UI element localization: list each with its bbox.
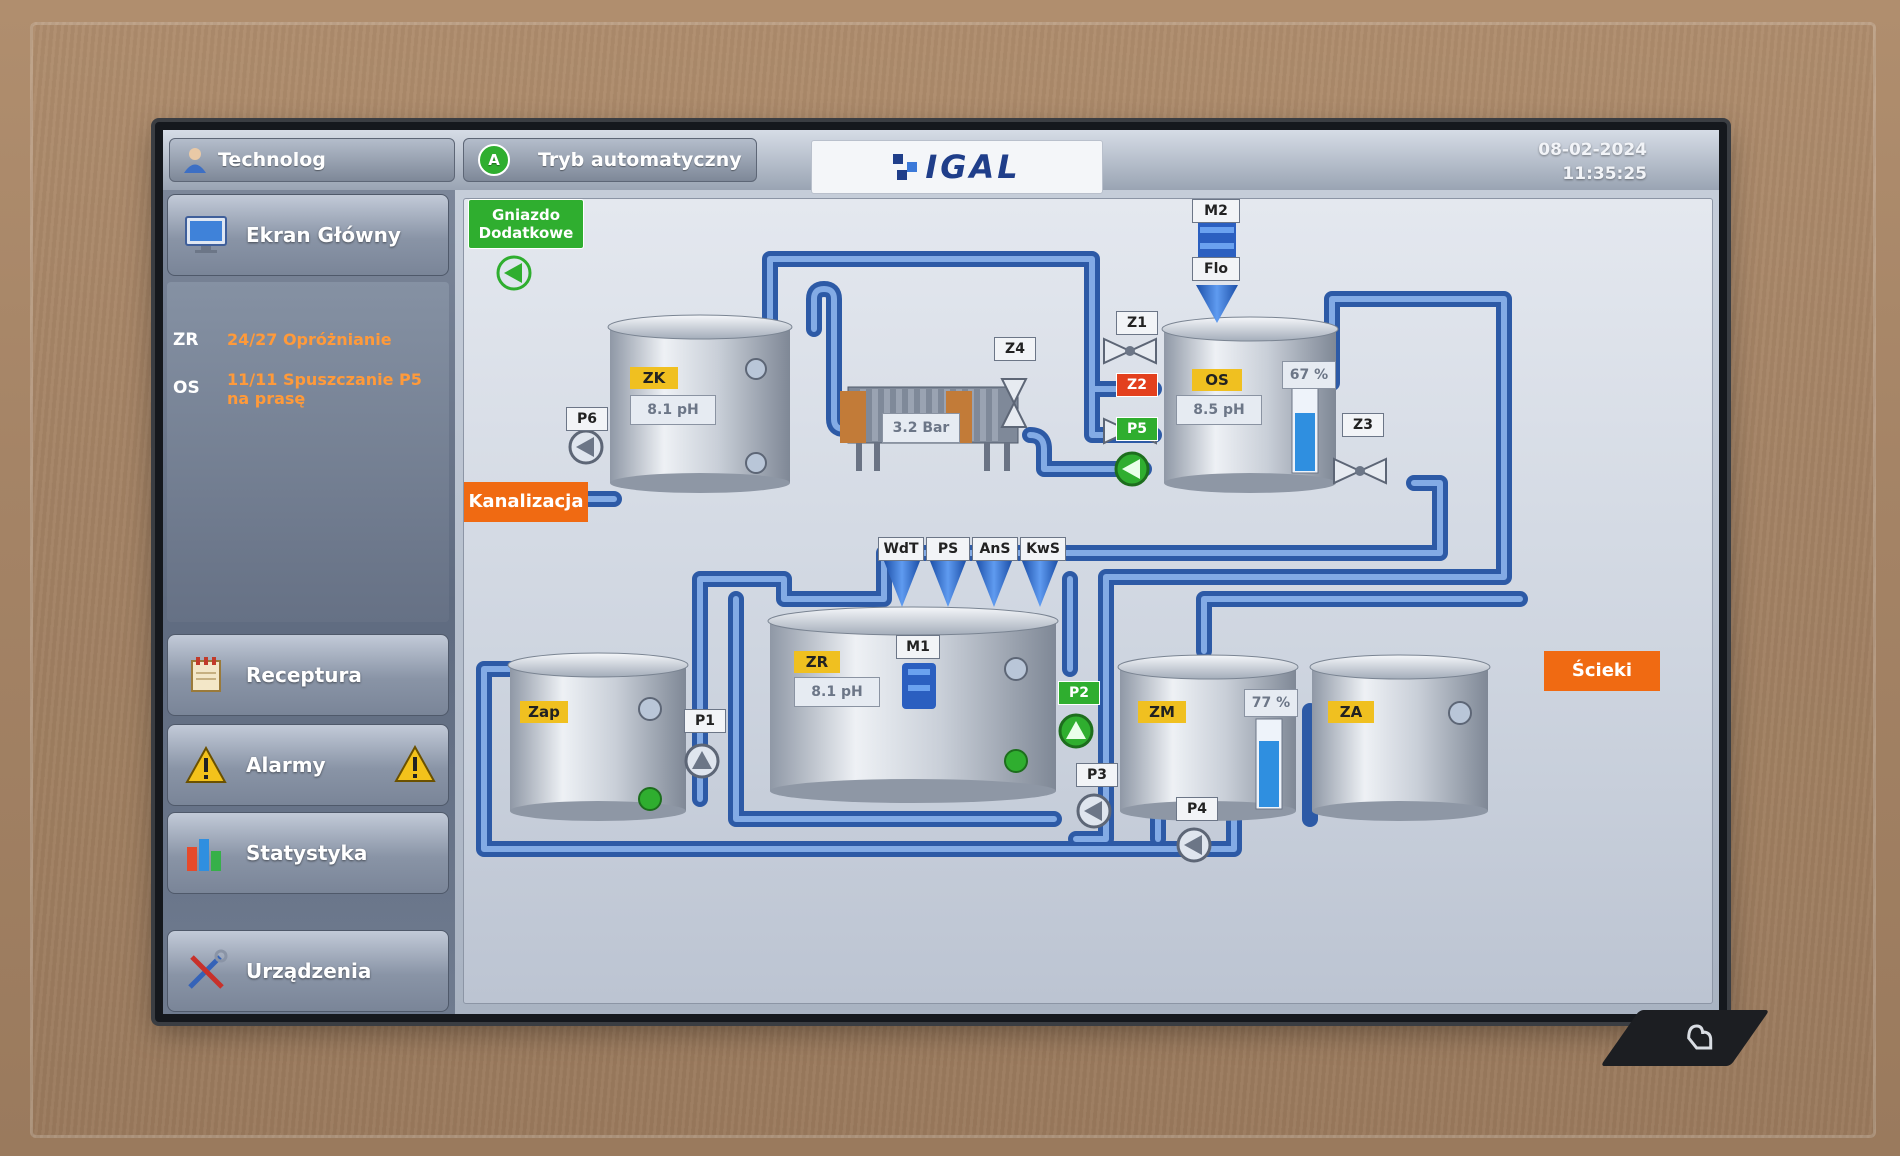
tank-za-tag: ZA (1328, 701, 1374, 723)
tank-zk-ph: 8.1 pH (630, 395, 716, 425)
user-icon (182, 146, 208, 174)
tank-os-level: 67 % (1282, 361, 1336, 389)
tank-zr-ph: 8.1 pH (794, 677, 880, 707)
pump-p1-icon[interactable] (684, 743, 720, 779)
dosing-ans-tag: AnS (972, 537, 1018, 561)
level-sensor-active-icon (638, 787, 662, 811)
warning-icon (184, 743, 228, 787)
recipe-label: Receptura (246, 663, 362, 687)
main-screen-label: Ekran Główny (246, 223, 401, 247)
auto-mode-icon: A (478, 144, 510, 176)
statistics-label: Statystyka (246, 841, 368, 865)
user-button[interactable]: Technolog (169, 138, 455, 182)
alarms-label: Alarmy (246, 753, 326, 777)
tank-za[interactable] (1309, 654, 1491, 821)
tools-icon (184, 949, 228, 993)
flo-tag: Flo (1192, 257, 1240, 281)
sewer-outlet-label: Kanalizacja (464, 482, 588, 522)
main-screen-button[interactable]: Ekran Główny (167, 194, 449, 276)
tank-zr-tag: ZR (794, 651, 840, 673)
p4-tag: P4 (1176, 797, 1218, 821)
mixer-m1-icon[interactable] (902, 663, 936, 709)
pump-p2-icon[interactable] (1058, 713, 1094, 749)
hmi-display: Technolog A Tryb automatyczny IGAL 08-02… (163, 130, 1719, 1014)
z3-tag: Z3 (1342, 413, 1384, 437)
status-text-zr: 24/27 Opróżnianie (227, 330, 392, 349)
time-text: 11:35:25 (1562, 164, 1647, 184)
recipe-button[interactable]: Receptura (167, 634, 449, 716)
sidebar: Ekran Główny ZR 24/27 Opróżnianie OS 11/… (163, 190, 455, 1014)
level-sensor-icon (638, 697, 662, 721)
level-sensor-active-icon (1004, 749, 1028, 773)
level-sensor-icon (745, 358, 767, 380)
pump-p5-icon[interactable] (1114, 451, 1150, 487)
dosing-wdt-tag: WdT (878, 537, 924, 561)
bar-chart-icon (184, 831, 228, 875)
dosing-ps-icon[interactable] (930, 561, 966, 607)
p1-tag: P1 (684, 709, 726, 733)
process-diagram: Gniazdo Dodatkowe Kanalizacja Ścieki ZK … (463, 198, 1713, 1004)
tank-os-tag: OS (1192, 369, 1242, 391)
alarms-button[interactable]: Alarmy (167, 724, 449, 806)
touch-indicator-icon (1600, 1010, 1770, 1066)
valve-z1-icon[interactable] (1103, 337, 1157, 365)
level-fill-zm (1259, 741, 1279, 807)
status-text-os: 11/11 Spuszczanie P5 na prasę (227, 370, 422, 408)
dosing-kws-icon[interactable] (1022, 561, 1058, 607)
status-code-zr: ZR (173, 330, 199, 350)
filter-pressure-value: 3.2 Bar (882, 413, 960, 443)
level-fill-os (1295, 413, 1315, 471)
dosing-ps-tag: PS (926, 537, 970, 561)
level-sensor-icon (745, 452, 767, 474)
tank-zap[interactable] (507, 652, 689, 821)
dosing-kws-tag: KwS (1020, 537, 1066, 561)
p2-tag: P2 (1058, 681, 1100, 705)
z1-tag: Z1 (1116, 311, 1158, 335)
pump-p3-icon[interactable] (1076, 793, 1112, 829)
date-text: 08-02-2024 (1538, 140, 1647, 160)
tank-os-ph: 8.5 pH (1176, 395, 1262, 425)
tank-zap-tag: Zap (520, 701, 568, 723)
company-logo: IGAL (811, 140, 1103, 194)
dosing-hoppers (884, 561, 1058, 607)
p5-tag: P5 (1116, 417, 1158, 441)
hmi-screen: Technolog A Tryb automatyczny IGAL 08-02… (155, 122, 1727, 1022)
logo-mark-icon (893, 154, 920, 180)
z2-tag: Z2 (1116, 373, 1158, 397)
valve-z3-icon[interactable] (1333, 457, 1387, 485)
m1-tag: M1 (896, 635, 940, 659)
valve-z4-icon[interactable] (1000, 378, 1028, 428)
process-status-panel: ZR 24/27 Opróżnianie OS 11/11 Spuszczani… (167, 282, 449, 622)
tank-zm-tag: ZM (1138, 701, 1186, 723)
waste-outlet-label: Ścieki (1544, 651, 1660, 691)
devices-button[interactable]: Urządzenia (167, 930, 449, 1012)
top-bar: Technolog A Tryb automatyczny IGAL 08-02… (163, 130, 1719, 194)
m2-tag: M2 (1192, 199, 1240, 223)
monitor-icon (184, 213, 228, 257)
dosing-wdt-icon[interactable] (884, 561, 920, 607)
level-sensor-icon (1448, 701, 1472, 725)
mode-button[interactable]: A Tryb automatyczny (463, 138, 757, 182)
statistics-button[interactable]: Statystyka (167, 812, 449, 894)
mode-label: Tryb automatyczny (538, 149, 742, 171)
level-sensor-icon (1004, 657, 1028, 681)
pump-p6-icon[interactable] (568, 429, 604, 465)
p6-tag: P6 (566, 407, 608, 431)
extra-socket-pump-icon[interactable] (496, 255, 532, 291)
label-overlay: Gniazdo Dodatkowe Kanalizacja Ścieki ZK … (464, 199, 1712, 1003)
clock: 08-02-2024 11:35:25 (1529, 138, 1647, 188)
status-code-os: OS (173, 378, 200, 398)
extra-socket-label[interactable]: Gniazdo Dodatkowe (468, 199, 584, 249)
tank-zk-tag: ZK (630, 367, 678, 389)
p3-tag: P3 (1076, 763, 1118, 787)
pump-p4-icon[interactable] (1176, 827, 1212, 863)
notepad-icon (184, 653, 228, 697)
dosing-ans-icon[interactable] (976, 561, 1012, 607)
z4-tag: Z4 (994, 337, 1036, 361)
tank-zm-level: 77 % (1244, 689, 1298, 717)
devices-label: Urządzenia (246, 959, 372, 983)
alarm-active-icon (394, 744, 436, 788)
logo-text: IGAL (925, 148, 1021, 186)
user-role-label: Technolog (218, 149, 326, 171)
